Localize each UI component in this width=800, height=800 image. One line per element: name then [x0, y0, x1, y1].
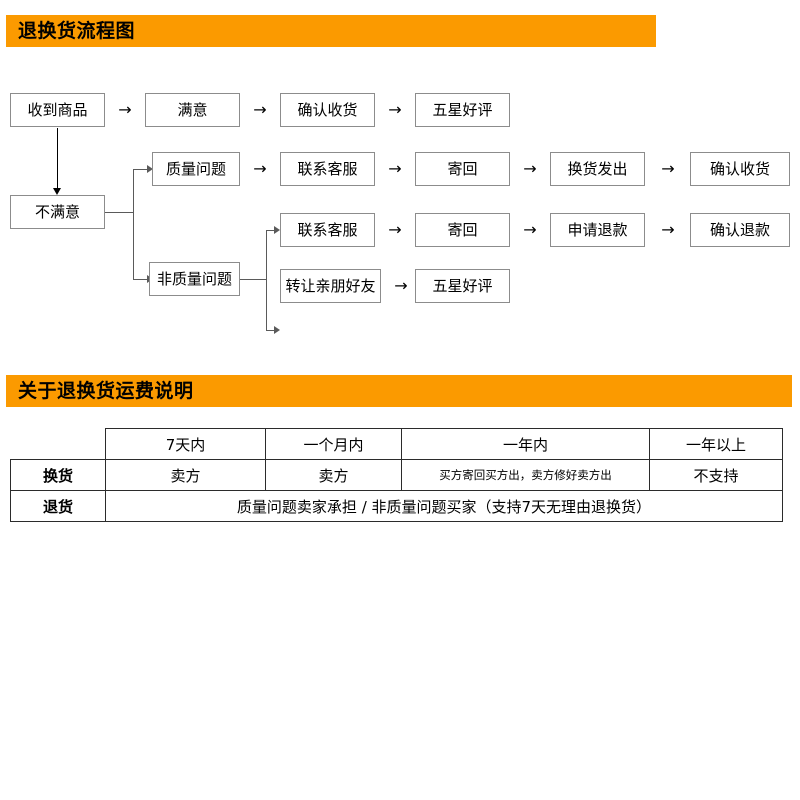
flow-node-received: 收到商品 [10, 93, 105, 127]
flow-arrow-cs-to-sendback-1: → [388, 159, 402, 178]
flow-node-send-back-2: 寄回 [415, 213, 510, 247]
arrowhead-to-quality-issue [147, 165, 153, 173]
flow-node-unsatisfied: 不满意 [10, 195, 105, 229]
table-row-exchange: 换货 卖方 卖方 买方寄回买方出，卖方修好卖方出 不支持 [10, 459, 783, 491]
flow-node-contact-service-2: 联系客服 [280, 213, 375, 247]
exchange-over-1-year: 不支持 [649, 459, 783, 491]
flow-node-exchange-sent: 换货发出 [550, 152, 645, 186]
flow-arrow-confirm-to-fivestar: → [388, 100, 402, 119]
connector-to-non-quality-issue [133, 279, 149, 280]
connector-unsatisfied-stub [105, 212, 133, 213]
flow-arrow-satisfied-to-confirm: → [253, 100, 267, 119]
table-header-row: 7天内 一个月内 一年内 一年以上 [10, 428, 783, 460]
connector-to-transfer-friend [266, 330, 276, 331]
flowchart-section-title: 退换货流程图 [18, 19, 136, 42]
flow-node-satisfied: 满意 [145, 93, 240, 127]
connector-to-contact-service-2 [266, 230, 276, 231]
exchange-1-year: 买方寄回买方出，卖方修好卖方出 [401, 459, 650, 491]
flow-node-confirm-receipt-2: 确认收货 [690, 152, 790, 186]
connector-to-quality-issue [133, 169, 149, 170]
flow-node-send-back-1: 寄回 [415, 152, 510, 186]
flow-arrow-transfer-to-fivestar: → [394, 276, 408, 295]
table-row-return: 退货 质量问题卖家承担 / 非质量问题买家（支持7天无理由退换货） [10, 490, 783, 522]
flow-arrow-cs2-to-sendback-2: → [388, 220, 402, 239]
flow-node-five-star-review-2: 五星好评 [415, 269, 510, 303]
connector-nonquality-split [266, 230, 267, 330]
connector-unsatisfied-split [133, 169, 134, 279]
flow-node-five-star-review-1: 五星好评 [415, 93, 510, 127]
flow-node-quality-issue: 质量问题 [152, 152, 240, 186]
flow-arrow-sendback-to-exchange: → [523, 159, 537, 178]
flow-arrow-exchange-to-confirm: → [661, 159, 675, 178]
flow-arrow-sendback2-to-refund: → [523, 220, 537, 239]
connector-nonquality-stub [240, 279, 266, 280]
table-corner-cell [10, 428, 106, 460]
return-policy-merged-cell: 质量问题卖家承担 / 非质量问题买家（支持7天无理由退换货） [105, 490, 783, 522]
shipping-fee-table: 7天内 一个月内 一年内 一年以上 换货 卖方 卖方 买方寄回买方出，卖方修好卖… [10, 428, 783, 522]
flow-node-confirm-refund: 确认退款 [690, 213, 790, 247]
connector-received-to-unsatisfied [57, 128, 58, 190]
arrowhead-to-transfer-friend [274, 326, 280, 334]
flow-node-contact-service-1: 联系客服 [280, 152, 375, 186]
return-exchange-flowchart: 收到商品 → 满意 → 确认收货 → 五星好评 不满意 质量问题 → 联系客服 … [0, 60, 800, 360]
row-label-return: 退货 [10, 490, 106, 522]
fee-section-header: 关于退换货运费说明 [6, 375, 792, 407]
arrowhead-received-to-unsatisfied [53, 188, 61, 195]
arrowhead-to-contact-service-2 [274, 226, 280, 234]
exchange-7-days: 卖方 [105, 459, 266, 491]
flow-node-confirm-receipt: 确认收货 [280, 93, 375, 127]
column-header-over-1-year: 一年以上 [649, 428, 783, 460]
fee-section-title: 关于退换货运费说明 [18, 379, 194, 402]
column-header-1-year: 一年内 [401, 428, 650, 460]
flow-node-non-quality-issue: 非质量问题 [149, 262, 240, 296]
flow-arrow-quality-to-cs: → [253, 159, 267, 178]
column-header-7-days: 7天内 [105, 428, 266, 460]
column-header-1-month: 一个月内 [265, 428, 402, 460]
flowchart-section-header: 退换货流程图 [6, 15, 656, 47]
exchange-1-month: 卖方 [265, 459, 402, 491]
flow-node-apply-refund: 申请退款 [550, 213, 645, 247]
flow-arrow-refund-to-confirm: → [661, 220, 675, 239]
flow-arrow-received-to-satisfied: → [118, 100, 132, 119]
flow-node-transfer-to-friend: 转让亲朋好友 [280, 269, 381, 303]
row-label-exchange: 换货 [10, 459, 106, 491]
